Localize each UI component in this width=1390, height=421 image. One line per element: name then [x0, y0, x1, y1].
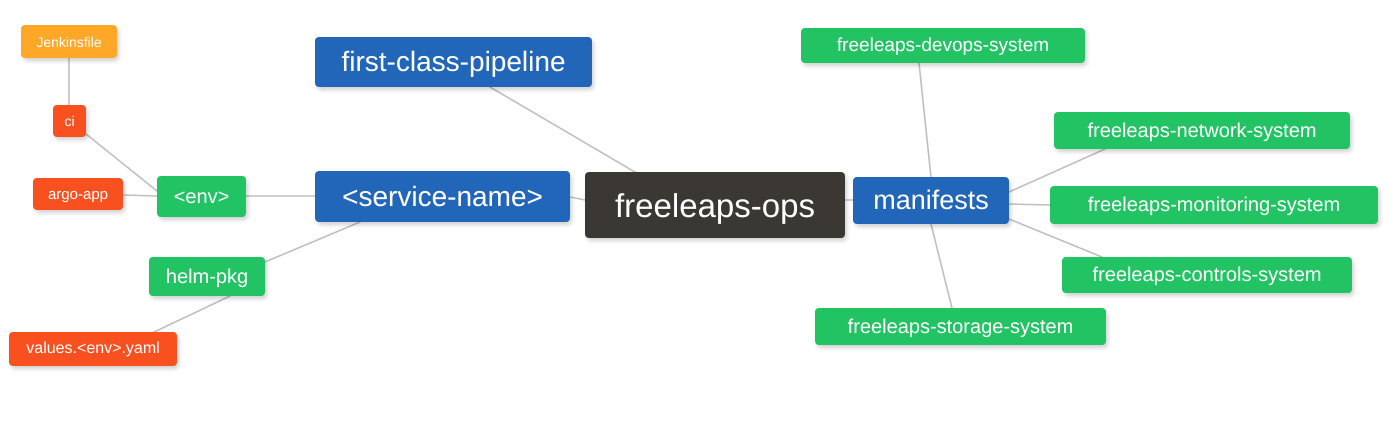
edge-first-class-pipeline-to-freeleaps-ops: [489, 86, 641, 176]
node-service-name[interactable]: <service-name>: [315, 171, 570, 222]
node-freeleaps-ops[interactable]: freeleaps-ops: [585, 172, 845, 238]
node-freeleaps-devops-system[interactable]: freeleaps-devops-system: [801, 28, 1085, 63]
node-ci[interactable]: ci: [53, 105, 86, 137]
edge-manifests-to-freeleaps-monitoring-system: [1008, 203, 1051, 206]
edge-service-name-to-helm-pkg: [264, 221, 361, 263]
node-first-class-pipeline[interactable]: first-class-pipeline: [315, 37, 592, 87]
node-values-yaml[interactable]: values.<env>.yaml: [9, 332, 177, 366]
node-helm-pkg[interactable]: helm-pkg: [149, 257, 265, 296]
node-env[interactable]: <env>: [157, 176, 246, 217]
edge-manifests-to-freeleaps-controls-system: [1008, 218, 1103, 258]
node-freeleaps-controls-system[interactable]: freeleaps-controls-system: [1062, 257, 1352, 293]
node-argo-app[interactable]: argo-app: [33, 178, 123, 210]
node-freeleaps-storage-system[interactable]: freeleaps-storage-system: [815, 308, 1106, 345]
edge-manifests-to-freeleaps-devops-system: [918, 62, 932, 178]
edge-argo-app-to-env: [122, 194, 158, 197]
edge-service-name-to-freeleaps-ops: [569, 196, 586, 201]
node-manifests[interactable]: manifests: [853, 177, 1009, 224]
node-freeleaps-network-system[interactable]: freeleaps-network-system: [1054, 112, 1350, 149]
edge-helm-pkg-to-values-yaml: [149, 295, 231, 335]
node-freeleaps-monitoring-system[interactable]: freeleaps-monitoring-system: [1050, 186, 1378, 224]
node-jenkinsfile[interactable]: Jenkinsfile: [21, 25, 117, 58]
edge-manifests-to-freeleaps-storage-system: [930, 223, 953, 309]
